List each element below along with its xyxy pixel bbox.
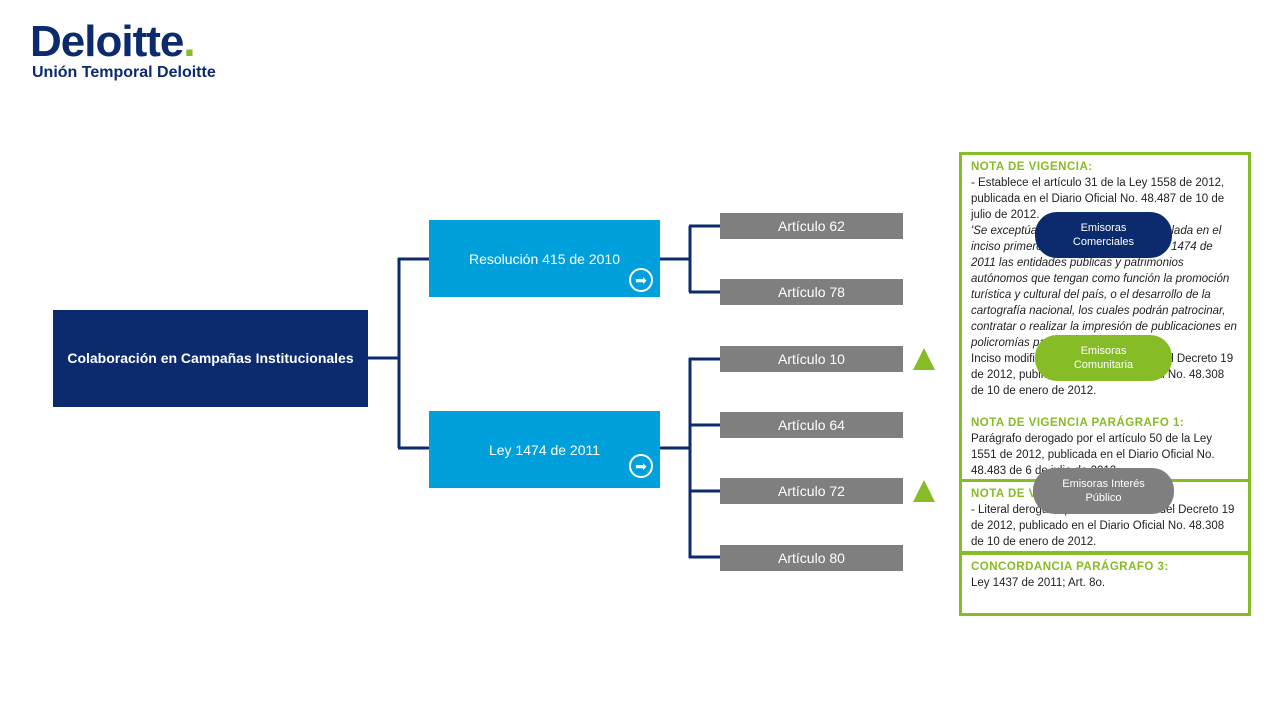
branch-label: Resolución 415 de 2010 [468, 250, 620, 267]
article-label: Artículo 62 [778, 218, 845, 234]
branch-label: Ley 1474 de 2011 [488, 441, 601, 458]
note-heading: NOTA DE VIGENCIA PARÁGRAFO 1: [971, 417, 1185, 429]
root-node: Colaboración en Campañas Institucionales [53, 310, 368, 407]
emisoras-interes-publico-pill[interactable]: Emisoras Interés Público [1033, 468, 1174, 514]
pill-label: Emisoras Comunitaria [1073, 345, 1134, 371]
root-label: Colaboración en Campañas Institucionales [67, 350, 354, 366]
article-64-node[interactable]: Artículo 64 [720, 412, 903, 438]
article-78-node[interactable]: Artículo 78 [720, 279, 903, 305]
note-text: Parágrafo derogado por el artículo 50 de… [971, 433, 1215, 477]
note-text: - Establece el artículo 31 de la Ley 155… [971, 177, 1225, 221]
article-label: Artículo 80 [778, 550, 845, 566]
arrow-right-circle-icon[interactable]: ➡ [629, 454, 653, 478]
note-heading: CONCORDANCIA PARÁGRAFO 3: [971, 561, 1169, 573]
deloitte-logo: Deloitte. [30, 17, 196, 66]
branch-node-resolucion-415[interactable]: Resolución 415 de 2010 [429, 220, 660, 297]
article-label: Artículo 72 [778, 483, 845, 499]
article-72-node[interactable]: Artículo 72 [720, 478, 903, 504]
note-panel-concordancia: CONCORDANCIA PARÁGRAFO 3: Ley 1437 de 20… [959, 552, 1251, 616]
triangle-up-icon[interactable] [913, 348, 935, 370]
emisoras-comunitaria-pill[interactable]: Emisoras Comunitaria [1035, 335, 1172, 381]
note-heading: NOTA DE VIGENCIA: [971, 161, 1093, 173]
logo-text: Deloitte [30, 17, 184, 66]
logo-dot: . [183, 17, 195, 66]
emisoras-comerciales-pill[interactable]: Emisoras Comerciales [1035, 212, 1172, 258]
note-panel-vigencia: NOTA DE VIGENCIA: - Establece el artícul… [959, 152, 1251, 483]
article-label: Artículo 78 [778, 284, 845, 300]
note-panel-literal: NOTA DE VIGENCIA: - Literal derogado por… [959, 479, 1251, 554]
article-label: Artículo 10 [778, 351, 845, 367]
arrow-right-circle-icon[interactable]: ➡ [629, 268, 653, 292]
article-80-node[interactable]: Artículo 80 [720, 545, 903, 571]
article-62-node[interactable]: Artículo 62 [720, 213, 903, 239]
header-subtitle: Unión Temporal Deloitte [32, 64, 216, 81]
note-text: Ley 1437 de 2011; Art. 8o. [971, 577, 1106, 589]
pill-label: Emisoras Comerciales [1072, 222, 1135, 248]
article-label: Artículo 64 [778, 417, 845, 433]
branch-node-ley-1474[interactable]: Ley 1474 de 2011 [429, 411, 660, 488]
article-10-node[interactable]: Artículo 10 [720, 346, 903, 372]
triangle-up-icon[interactable] [913, 480, 935, 502]
pill-label: Emisoras Interés Público [1062, 478, 1145, 504]
